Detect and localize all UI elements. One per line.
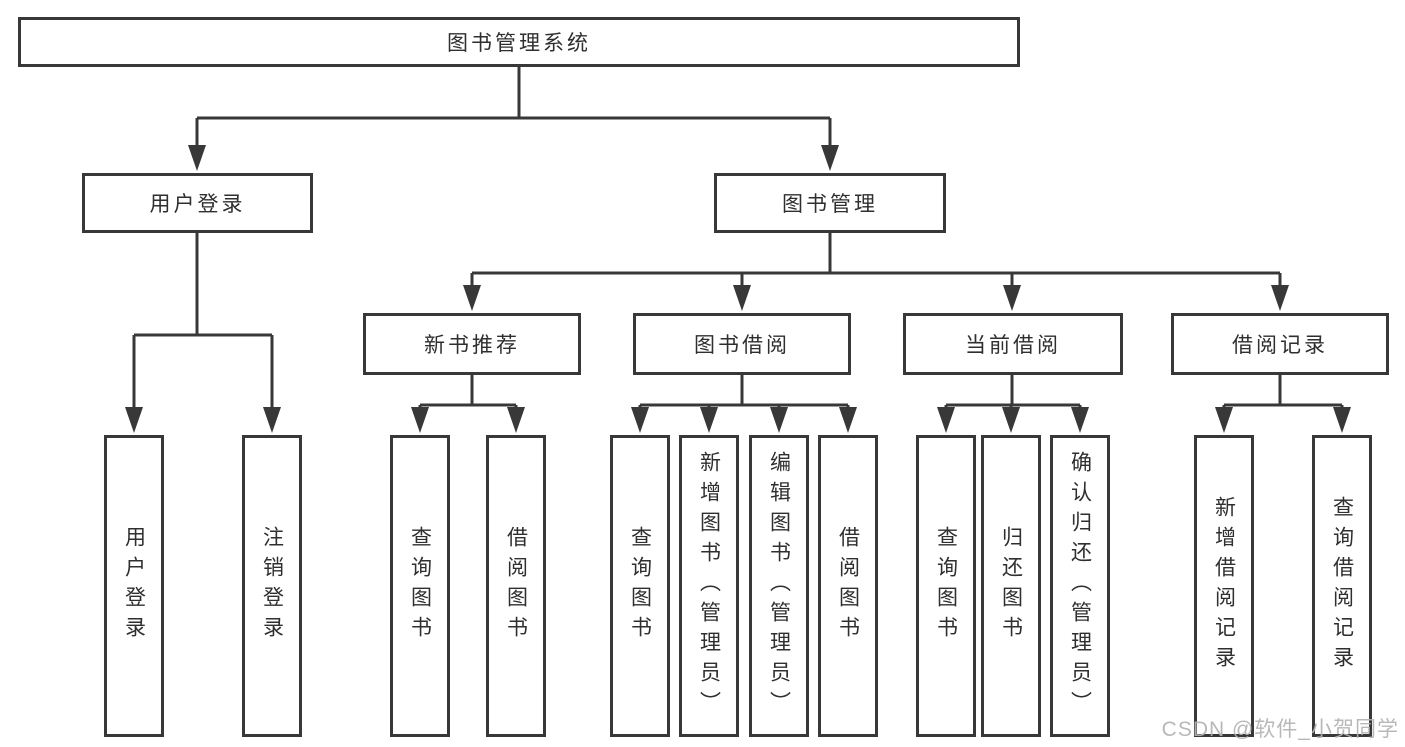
leaf-borrowing-add-books-admin-label: 新增图书（管理员） xyxy=(697,451,721,721)
arrowhead-current-return-books xyxy=(1002,407,1020,433)
connector-root-to-level2 xyxy=(195,67,832,147)
leaf-user-login: 用户登录 xyxy=(104,435,164,737)
leaf-user-login-label: 用户登录 xyxy=(122,526,146,646)
leaf-borrowing-query-books: 查询图书 xyxy=(610,435,670,737)
arrowhead-borrowing-query-books xyxy=(631,407,649,433)
node-book-management-label: 图书管理 xyxy=(782,193,878,216)
node-borrowing-records-label: 借阅记录 xyxy=(1232,334,1328,357)
node-current-borrowing-label: 当前借阅 xyxy=(965,334,1061,357)
leaf-recommend-borrow-books: 借阅图书 xyxy=(486,435,546,737)
node-library-management-system: 图书管理系统 xyxy=(18,17,1020,67)
arrowhead-recommend-query-books xyxy=(411,407,429,433)
connector-recommendation-children xyxy=(418,375,518,409)
leaf-borrowing-query-books-label: 查询图书 xyxy=(628,526,652,646)
leaf-recommend-query-books-label: 查询图书 xyxy=(408,526,432,646)
leaf-records-add-record-label: 新增借阅记录 xyxy=(1212,496,1236,676)
node-user-login: 用户登录 xyxy=(82,173,313,233)
node-book-management: 图书管理 xyxy=(714,173,946,233)
arrowhead-current-query-books xyxy=(937,407,955,433)
arrowhead-borrowing-records xyxy=(1271,285,1289,311)
node-user-login-label: 用户登录 xyxy=(149,193,246,216)
arrowhead-current-confirm-return xyxy=(1071,407,1089,433)
leaf-records-query-record-label: 查询借阅记录 xyxy=(1330,496,1354,676)
node-book-borrowing: 图书借阅 xyxy=(633,313,851,375)
arrowhead-borrowing-borrow-books xyxy=(839,407,857,433)
leaf-current-query-books: 查询图书 xyxy=(916,435,976,737)
leaf-borrowing-borrow-books: 借阅图书 xyxy=(818,435,878,737)
leaf-logout-label: 注销登录 xyxy=(260,526,284,646)
node-book-borrowing-label: 图书借阅 xyxy=(694,334,790,357)
arrowhead-records-add-record xyxy=(1215,407,1233,433)
leaf-borrowing-add-books-admin: 新增图书（管理员） xyxy=(679,435,739,737)
arrowhead-book-management xyxy=(821,145,839,171)
node-borrowing-records: 借阅记录 xyxy=(1171,313,1389,375)
connector-borrowing-children xyxy=(638,375,850,409)
leaf-current-return-books-label: 归还图书 xyxy=(999,526,1023,646)
arrowhead-leaf-user-login xyxy=(125,407,143,433)
leaf-borrowing-edit-books-admin-label: 编辑图书（管理员） xyxy=(767,451,791,721)
watermark: CSDN @软件_小贺同学 xyxy=(1161,718,1399,741)
leaf-logout: 注销登录 xyxy=(242,435,302,737)
leaf-recommend-query-books: 查询图书 xyxy=(390,435,450,737)
connector-book-management-children xyxy=(470,233,1282,287)
node-new-book-recommendation-label: 新书推荐 xyxy=(424,334,520,357)
leaf-recommend-borrow-books-label: 借阅图书 xyxy=(504,526,528,646)
arrowhead-new-book-recommendation xyxy=(463,285,481,311)
arrowhead-leaf-logout xyxy=(263,407,281,433)
arrowhead-borrowing-add-books xyxy=(700,407,718,433)
node-library-management-system-label: 图书管理系统 xyxy=(447,32,591,55)
arrowhead-borrowing-edit-books xyxy=(770,407,788,433)
arrowhead-recommend-borrow-books xyxy=(507,407,525,433)
node-new-book-recommendation: 新书推荐 xyxy=(363,313,581,375)
leaf-current-confirm-return-admin: 确认归还（管理员） xyxy=(1050,435,1110,737)
arrowhead-current-borrowing xyxy=(1003,285,1021,311)
node-current-borrowing: 当前借阅 xyxy=(903,313,1123,375)
leaf-current-query-books-label: 查询图书 xyxy=(934,526,958,646)
arrowhead-user-login xyxy=(188,145,206,171)
arrowhead-book-borrowing xyxy=(733,285,751,311)
connector-current-children xyxy=(944,375,1082,409)
leaf-records-add-record: 新增借阅记录 xyxy=(1194,435,1254,737)
connector-records-children xyxy=(1222,375,1344,409)
leaf-current-return-books: 归还图书 xyxy=(981,435,1041,737)
leaf-borrowing-borrow-books-label: 借阅图书 xyxy=(836,526,860,646)
leaf-borrowing-edit-books-admin: 编辑图书（管理员） xyxy=(749,435,809,737)
leaf-current-confirm-return-admin-label: 确认归还（管理员） xyxy=(1068,451,1092,721)
arrowhead-records-query-record xyxy=(1333,407,1351,433)
connector-user-login-children xyxy=(132,233,274,409)
leaf-records-query-record: 查询借阅记录 xyxy=(1312,435,1372,737)
